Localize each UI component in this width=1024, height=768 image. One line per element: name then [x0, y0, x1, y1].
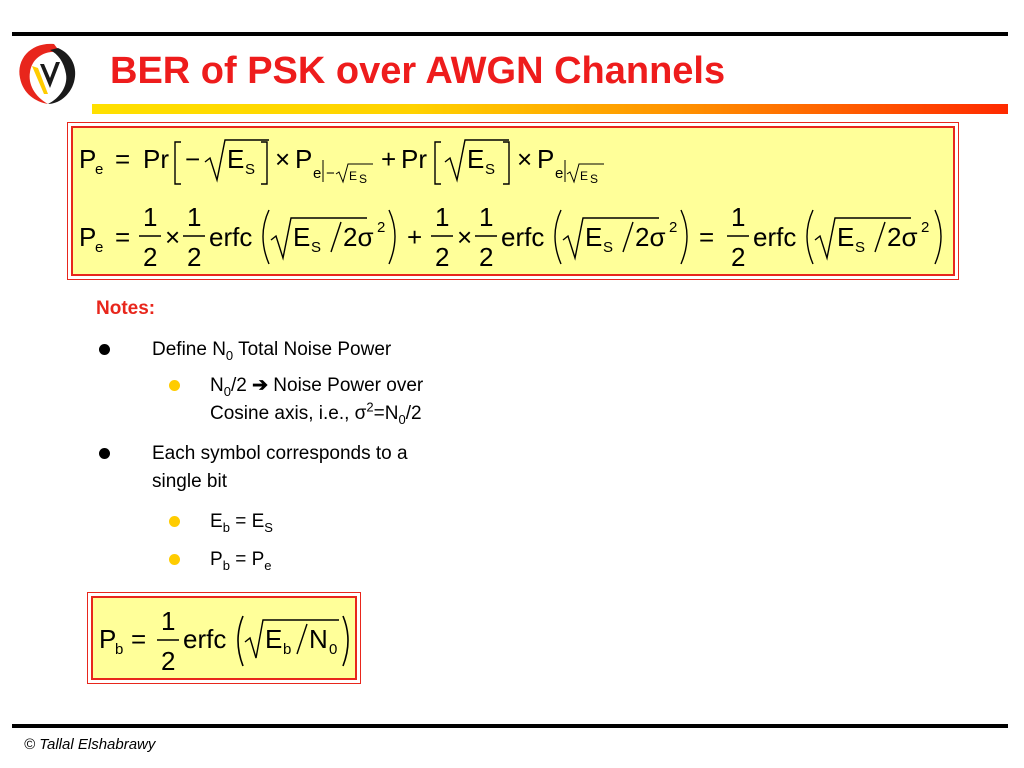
eq-symbol: +	[381, 144, 396, 174]
eq-fraction-denominator: 2	[161, 646, 175, 676]
eq-symbol: erfc	[183, 624, 226, 654]
notes-heading: Notes:	[96, 298, 156, 319]
eq-subscript: e	[95, 239, 103, 256]
eq-fraction-numerator: 1	[731, 202, 745, 232]
top-rule	[12, 32, 1008, 36]
eq-symbol: P	[79, 144, 96, 174]
eq-fraction-denominator: 2	[187, 242, 201, 272]
eq-fraction-numerator: 1	[187, 202, 201, 232]
eq-symbol: Pr	[401, 144, 427, 174]
bullet-text-line-1: Each symbol corresponds to a	[152, 443, 408, 464]
yellow-disc-bullet	[169, 380, 180, 391]
eq-fraction-denominator: 2	[143, 242, 157, 272]
eq-fraction-numerator: 1	[479, 202, 493, 232]
eq-subscript: 0	[329, 641, 337, 658]
eq-symbol: 2σ	[343, 222, 374, 252]
equation-line-1: P e = Pr − E S × P e − E S + Pr E S ×	[79, 139, 604, 186]
eq-symbol: E	[467, 144, 484, 174]
footer-copyright: © Tallal Elshabrawy	[24, 736, 156, 753]
eq-superscript: 2	[669, 219, 677, 236]
slide-title: BER of PSK over AWGN Channels	[110, 50, 726, 92]
eq-symbol: =	[131, 624, 146, 654]
eq-subscript: b	[115, 641, 123, 658]
eq-symbol: =	[699, 222, 714, 252]
sub-bullet-pb-pe: Pb = Pe	[166, 546, 366, 574]
eq-subscript: S	[590, 172, 598, 186]
sub-bullet-noise-cosine: N0/2 ➔ Noise Power over Cosine axis, i.e…	[166, 372, 526, 428]
eq-subscript: S	[311, 239, 321, 256]
sub-bullet-text: Pb = Pe	[210, 549, 272, 573]
bullet-text-line-2: single bit	[152, 471, 227, 492]
eq-symbol: E	[585, 222, 602, 252]
bottom-rule	[12, 724, 1008, 728]
bullet-noise-power: Define N0 Total Noise Power	[96, 336, 516, 364]
eq-symbol: Pr	[143, 144, 169, 174]
sub-bullet-text: Eb = ES	[210, 511, 273, 535]
bullet-text: Define N0 Total Noise Power	[152, 339, 392, 363]
bullet-symbol-bit: Each symbol corresponds to a single bit	[96, 440, 516, 496]
eq-symbol: E	[837, 222, 854, 252]
title-gradient-bar	[92, 104, 1008, 114]
eq-symbol: ×	[517, 144, 532, 174]
eq-symbol: 2σ	[635, 222, 666, 252]
eq-symbol: P	[99, 624, 116, 654]
university-logo-icon	[19, 43, 76, 104]
eq-symbol: erfc	[501, 222, 544, 252]
eq-superscript: 2	[921, 219, 929, 236]
black-disc-bullet	[99, 344, 110, 355]
eq-symbol: +	[407, 222, 422, 252]
eq-fraction-denominator: 2	[731, 242, 745, 272]
eq-symbol: ×	[275, 144, 290, 174]
ber-equation-box: P e = Pr − E S × P e − E S + Pr E S ×	[67, 122, 959, 280]
eq-fraction-numerator: 1	[435, 202, 449, 232]
eq-symbol: E	[265, 624, 282, 654]
pb-equation-svg: P b = 1 2 erfc E b N 0	[99, 606, 349, 676]
eq-symbol: erfc	[209, 222, 252, 252]
eq-symbol: P	[295, 144, 312, 174]
eq-subscript: S	[855, 239, 865, 256]
eq-symbol: erfc	[753, 222, 796, 252]
yellow-disc-bullet	[169, 554, 180, 565]
ber-equation-svg: P e = Pr − E S × P e − E S + Pr E S ×	[79, 139, 942, 272]
sub-bullet-text-line-2: Cosine axis, i.e., σ2=N0/2	[210, 399, 422, 427]
eq-subscript: S	[245, 161, 255, 178]
sub-bullet-text-line-1: N0/2 ➔ Noise Power over	[210, 375, 424, 399]
eq-subscript: E	[580, 169, 588, 183]
eq-subscript: e	[313, 165, 321, 182]
pb-equation-box: P b = 1 2 erfc E b N 0	[87, 592, 361, 684]
eq-symbol: E	[293, 222, 310, 252]
eq-subscript: S	[359, 172, 367, 186]
eq-fraction-denominator: 2	[435, 242, 449, 272]
eq-symbol: 2σ	[887, 222, 918, 252]
eq-symbol: P	[79, 222, 96, 252]
eq-subscript: E	[349, 169, 357, 183]
right-arrow-icon: ➔	[252, 375, 269, 396]
eq-symbol: E	[227, 144, 244, 174]
eq-subscript: b	[283, 641, 291, 658]
eq-symbol: ×	[165, 222, 180, 252]
black-disc-bullet	[99, 448, 110, 459]
eq-symbol: ×	[457, 222, 472, 252]
eq-subscript: S	[485, 161, 495, 178]
eq-subscript: S	[603, 239, 613, 256]
eq-symbol: =	[115, 144, 130, 174]
eq-subscript: e	[555, 165, 563, 182]
eq-fraction-numerator: 1	[161, 606, 175, 636]
yellow-disc-bullet	[169, 516, 180, 527]
equation-line-2: P e = 1 2 × 1 2 erfc E S 2σ 2 + 1 2 × 1	[79, 202, 942, 272]
eq-subscript: e	[95, 161, 103, 178]
eq-symbol: P	[537, 144, 554, 174]
eq-symbol: =	[115, 222, 130, 252]
eq-superscript: 2	[377, 219, 385, 236]
eq-subscript: −	[326, 165, 335, 182]
eq-fraction-denominator: 2	[479, 242, 493, 272]
sub-bullet-eb-es: Eb = ES	[166, 508, 366, 536]
eq-fraction-numerator: 1	[143, 202, 157, 232]
eq-symbol: N	[309, 624, 328, 654]
eq-symbol: −	[185, 144, 200, 174]
